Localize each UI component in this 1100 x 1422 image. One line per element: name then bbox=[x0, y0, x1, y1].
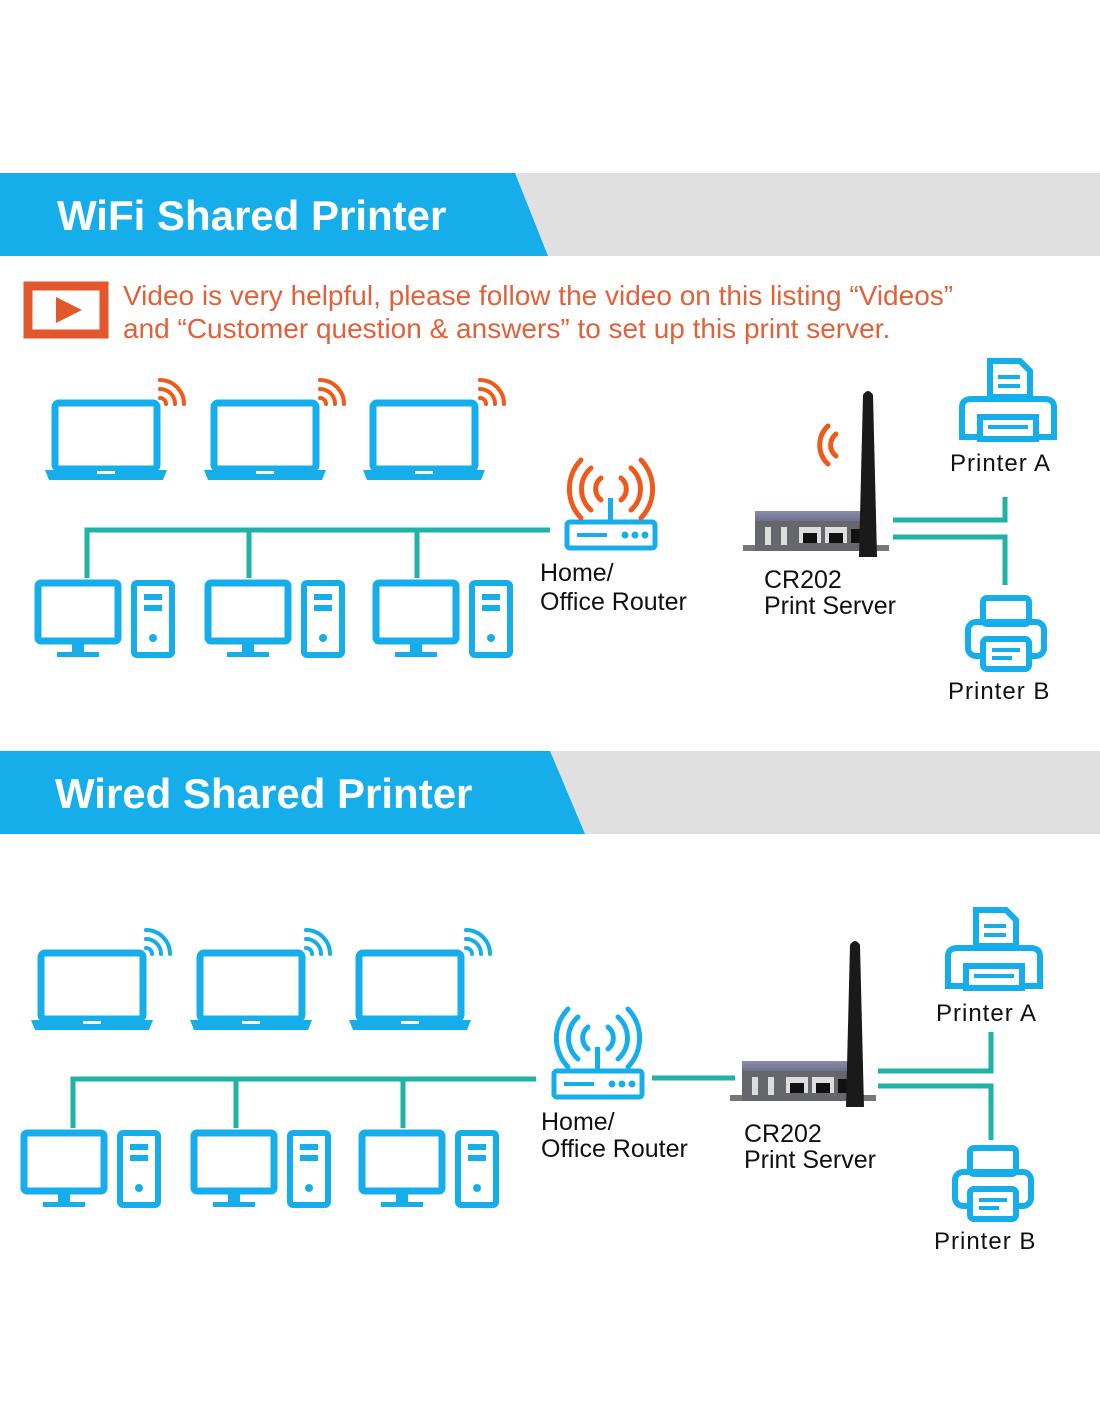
section-title: WiFi Shared Printer bbox=[57, 192, 446, 239]
print-server-device bbox=[730, 941, 876, 1107]
laptop-icon bbox=[204, 403, 326, 480]
wifi-section-header: WiFi Shared Printer bbox=[0, 173, 1100, 256]
server-label-line1: CR202 bbox=[764, 566, 842, 594]
printer-b-icon bbox=[955, 1148, 1031, 1219]
router-icon bbox=[554, 1047, 642, 1097]
laptop-icon bbox=[45, 403, 167, 480]
laptop-icon bbox=[363, 403, 485, 480]
wifi-signal-icon bbox=[318, 378, 346, 406]
server-label-line2: Print Server bbox=[764, 592, 896, 620]
printer-a-label: Printer A bbox=[936, 1000, 1037, 1027]
video-play-icon[interactable] bbox=[23, 281, 109, 339]
router-label-line2: Office Router bbox=[540, 588, 687, 616]
print-server-device bbox=[743, 391, 889, 557]
wifi-signal-icon bbox=[478, 378, 506, 406]
wifi-signal-icon bbox=[304, 928, 332, 956]
video-note-line1: Video is very helpful, please follow the… bbox=[123, 280, 953, 311]
lan-bus-line bbox=[84, 497, 1008, 585]
wired-section: Wired Shared Printer Home/ Office Router… bbox=[0, 751, 1100, 1255]
printer-b-icon bbox=[968, 598, 1044, 669]
router-label-line1: Home/ bbox=[540, 559, 614, 587]
printer-a-icon bbox=[948, 910, 1040, 988]
printer-a-icon bbox=[962, 361, 1054, 439]
printer-b-label: Printer B bbox=[948, 678, 1050, 705]
server-signal-icon bbox=[817, 423, 839, 467]
lan-bus-line bbox=[70, 1032, 994, 1140]
desktop-computer-icon bbox=[38, 583, 172, 657]
wired-section-header: Wired Shared Printer bbox=[0, 751, 1100, 834]
printer-a-label: Printer A bbox=[950, 450, 1051, 477]
wifi-signal-icon bbox=[144, 928, 172, 956]
router-label-line1: Home/ bbox=[541, 1108, 615, 1136]
wifi-section: WiFi Shared Printer Video is very helpfu… bbox=[0, 173, 1100, 705]
router-icon bbox=[567, 498, 655, 548]
desktop-computer-icon bbox=[24, 1133, 158, 1207]
router-label-line2: Office Router bbox=[541, 1135, 688, 1163]
laptop-icon bbox=[190, 953, 312, 1030]
desktop-computer-icon bbox=[208, 583, 342, 657]
laptop-icon bbox=[349, 953, 471, 1030]
video-note-line2: and “Customer question & answers” to set… bbox=[123, 313, 890, 344]
desktop-computer-icon bbox=[376, 583, 510, 657]
desktop-computer-icon bbox=[362, 1133, 496, 1207]
printer-b-label: Printer B bbox=[934, 1228, 1036, 1255]
laptop-icon bbox=[31, 953, 153, 1030]
desktop-computer-icon bbox=[194, 1133, 328, 1207]
server-label-line1: CR202 bbox=[744, 1120, 822, 1148]
section-title: Wired Shared Printer bbox=[55, 770, 472, 817]
server-label-line2: Print Server bbox=[744, 1146, 876, 1174]
wifi-signal-icon bbox=[158, 378, 186, 406]
wifi-signal-icon bbox=[464, 928, 492, 956]
